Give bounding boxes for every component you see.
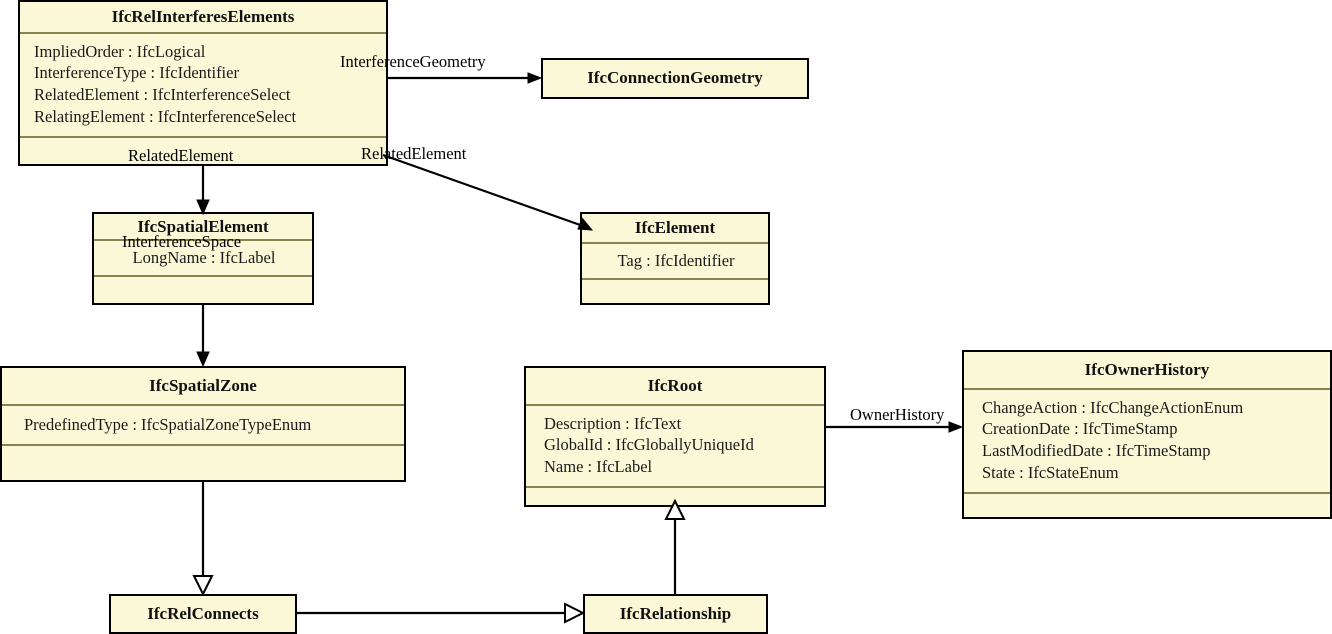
attribute-row: Tag : IfcIdentifier [617, 250, 735, 270]
class-box-ifcspatialzone[interactable]: IfcSpatialZone PredefinedType : IfcSpati… [0, 366, 406, 482]
attribute-row: RelatedElement : IfcInterferenceSelect [34, 85, 291, 105]
attribute-row: ImpliedOrder : IfcLogical [34, 41, 206, 61]
compartment-separator [2, 403, 404, 406]
class-title-ifcrelconnects: IfcRelConnects [147, 604, 259, 623]
attribute-row: CreationDate : IfcTimeStamp [982, 419, 1178, 439]
edge-related-element-spatial [196, 166, 210, 216]
compartment-separator [94, 238, 312, 241]
attribute-row: ChangeAction : IfcChangeActionEnum [982, 397, 1244, 417]
class-title-ifcspatialzone: IfcSpatialZone [149, 376, 257, 395]
edge-interference-space [196, 305, 210, 368]
class-title-ifcspatialelement: IfcSpatialElement [137, 217, 269, 236]
compartment-separator [526, 403, 824, 406]
edge-generalization-relationship-root [664, 498, 686, 594]
edge-related-element-element [382, 153, 594, 231]
attribute-row: LastModifiedDate : IfcTimeStamp [982, 441, 1211, 461]
attribute-row: InterferenceType : IfcIdentifier [34, 63, 239, 83]
compartment-separator [526, 486, 824, 489]
class-box-ifcrelationship[interactable]: IfcRelationship [583, 594, 768, 634]
compartment-separator [964, 492, 1330, 495]
compartment-separator [2, 444, 404, 447]
attribute-row: Name : IfcLabel [544, 457, 653, 477]
class-title-ifcroot: IfcRoot [647, 376, 703, 395]
class-title-ifcownerhistory: IfcOwnerHistory [1084, 360, 1210, 379]
edge-interference-geometry [388, 72, 543, 84]
attribute-row: Description : IfcText [544, 413, 682, 433]
attribute-row: GlobalId : IfcGloballyUniqueId [544, 435, 754, 455]
class-attributes-ifcspatialzone: PredefinedType : IfcSpatialZoneTypeEnum [2, 406, 404, 445]
compartment-separator [582, 241, 768, 244]
class-attributes-ifcownerhistory: ChangeAction : IfcChangeActionEnum Creat… [964, 390, 1330, 493]
class-box-ifcownerhistory[interactable]: IfcOwnerHistory ChangeAction : IfcChange… [962, 350, 1332, 519]
class-box-ifcelement[interactable]: IfcElement Tag : IfcIdentifier [580, 212, 770, 305]
attribute-row: LongName : IfcLabel [132, 247, 276, 267]
attribute-row: RelatingElement : IfcInterferenceSelect [34, 107, 297, 127]
compartment-separator [20, 136, 386, 139]
class-attributes-ifcrelinterfereselements: ImpliedOrder : IfcLogical InterferenceTy… [20, 34, 386, 137]
class-box-ifcrelconnects[interactable]: IfcRelConnects [109, 594, 297, 634]
class-title-ifcconnectiongeometry: IfcConnectionGeometry [587, 68, 763, 87]
class-attributes-ifcelement: Tag : IfcIdentifier [582, 244, 768, 279]
class-attributes-ifcspatialelement: LongName : IfcLabel [94, 241, 312, 276]
class-box-ifcrelinterfereselements[interactable]: IfcRelInterferesElements ImpliedOrder : … [18, 0, 388, 166]
class-box-ifcconnectiongeometry[interactable]: IfcConnectionGeometry [541, 58, 809, 99]
class-title-ifcrelationship: IfcRelationship [619, 604, 732, 623]
edge-generalization-relconnects-relationship [297, 602, 586, 624]
edge-generalization-spatialzone-relconnects [192, 482, 214, 597]
class-box-ifcspatialelement[interactable]: IfcSpatialElement LongName : IfcLabel [92, 212, 314, 305]
compartment-separator [94, 275, 312, 278]
edge-owner-history [826, 421, 964, 433]
class-title-ifcelement: IfcElement [634, 218, 716, 237]
compartment-separator [20, 31, 386, 34]
class-box-ifcroot[interactable]: IfcRoot Description : IfcText GlobalId :… [524, 366, 826, 507]
class-attributes-ifcroot: Description : IfcText GlobalId : IfcGlob… [526, 406, 824, 487]
attribute-row: State : IfcStateEnum [982, 463, 1119, 483]
attribute-row: PredefinedType : IfcSpatialZoneTypeEnum [24, 414, 312, 434]
compartment-separator [582, 278, 768, 281]
compartment-separator [964, 387, 1330, 390]
class-title-ifcrelinterfereselements: IfcRelInterferesElements [111, 7, 295, 26]
